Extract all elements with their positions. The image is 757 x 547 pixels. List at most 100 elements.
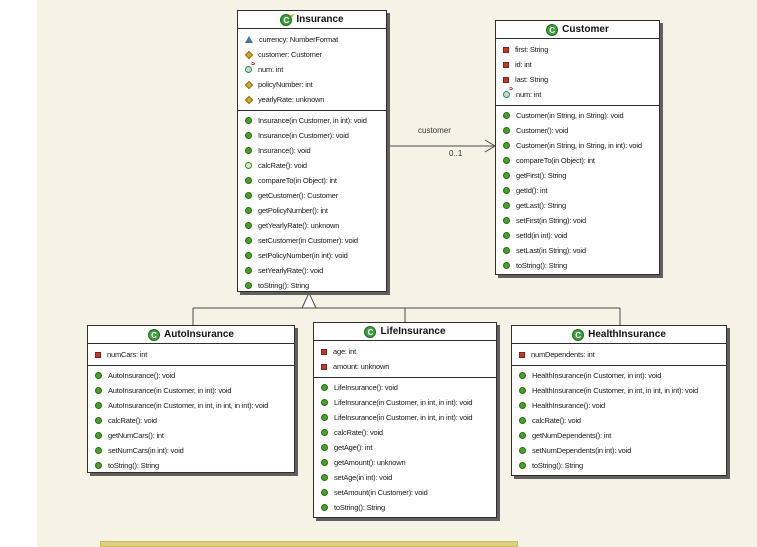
- member-text: getPolicyNumber(): int: [258, 206, 328, 215]
- class-header: C Customer: [496, 21, 659, 39]
- member-row: Insurance(): void: [238, 143, 386, 158]
- class-header: C AutoInsurance: [88, 326, 294, 344]
- member-row: getAge(): int: [314, 440, 496, 455]
- public-member-icon: [95, 462, 102, 469]
- public-member-icon: [245, 252, 252, 259]
- public-member-icon: [503, 172, 510, 179]
- private-member-icon: [321, 363, 327, 370]
- public-member-icon: [245, 132, 252, 139]
- class-box-healthinsurance[interactable]: C HealthInsurance numDependents: int Hea…: [511, 325, 727, 476]
- member-row: setNumDependents(in int): void: [512, 443, 726, 458]
- member-row: LifeInsurance(): void: [314, 380, 496, 395]
- member-text: toString(): String: [532, 461, 584, 470]
- private-member-icon: [321, 348, 327, 355]
- member-row: toString(): String: [88, 458, 294, 472]
- member-row: setAge(in int): void: [314, 470, 496, 485]
- member-text: getNumCars(): int: [108, 431, 164, 440]
- diagram-canvas[interactable]: customer 0..1 C Insurance currency: Numb…: [37, 0, 757, 547]
- member-row: getId(): int: [496, 183, 659, 198]
- member-text: getAge(): int: [334, 443, 373, 452]
- member-row: setNumCars(in int): void: [88, 443, 294, 458]
- member-text: policyNumber: int: [258, 80, 313, 89]
- static-member-icon: S: [245, 62, 255, 73]
- public-member-icon: [321, 399, 328, 406]
- public-member-icon: [245, 177, 252, 184]
- class-name: HealthInsurance: [588, 329, 666, 340]
- member-text: calcRate(): void: [108, 416, 157, 425]
- member-text: toString(): String: [516, 261, 568, 270]
- member-row: numCars: int: [88, 347, 294, 362]
- member-text: first: String: [515, 45, 549, 54]
- member-text: getLast(): String: [516, 201, 566, 210]
- horizontal-scrollbar[interactable]: [100, 541, 518, 547]
- member-text: toString(): String: [108, 461, 160, 470]
- member-text: numDependents: int: [531, 350, 595, 359]
- member-text: setNumDependents(in int): void: [532, 446, 632, 455]
- class-header: C Insurance: [238, 11, 386, 29]
- public-member-icon: [95, 417, 102, 424]
- member-row: setLast(in String): void: [496, 243, 659, 258]
- attributes-compartment: currency: NumberFormat customer: Customer…: [238, 29, 386, 111]
- member-row: Insurance(in Customer, in int): void: [238, 113, 386, 128]
- public-member-icon: [503, 217, 510, 224]
- public-member-icon: [95, 387, 102, 394]
- public-member-icon: [245, 147, 252, 154]
- member-text: customer: Customer: [258, 50, 322, 59]
- member-text: Insurance(in Customer, in int): void: [258, 116, 367, 125]
- class-icon: C: [546, 23, 559, 36]
- member-row: last: String: [496, 72, 659, 87]
- public-member-icon: [321, 414, 328, 421]
- public-member-icon: [503, 232, 510, 239]
- public-member-icon: [519, 432, 526, 439]
- public-member-icon: [321, 474, 328, 481]
- public-member-icon: [321, 384, 328, 391]
- class-header: C HealthInsurance: [512, 326, 726, 344]
- member-row: getNumCars(): int: [88, 428, 294, 443]
- member-row: setPolicyNumber(in int): void: [238, 248, 386, 263]
- protected-member-icon: [244, 80, 254, 89]
- member-text: getNumDependents(): int: [532, 431, 612, 440]
- member-text: age: int: [333, 347, 357, 356]
- public-member-icon: [321, 429, 328, 436]
- member-text: Insurance(): void: [258, 146, 311, 155]
- private-member-icon: [503, 76, 509, 83]
- class-box-autoinsurance[interactable]: C AutoInsurance numCars: int AutoInsuran…: [87, 325, 295, 473]
- member-row: LifeInsurance(in Customer, in int, in in…: [314, 395, 496, 410]
- member-row: Insurance(in Customer): void: [238, 128, 386, 143]
- member-text: LifeInsurance(in Customer, in int, in in…: [334, 398, 473, 407]
- private-member-icon: [503, 46, 509, 53]
- member-row: getFirst(): String: [496, 168, 659, 183]
- member-text: getFirst(): String: [516, 171, 567, 180]
- attributes-compartment: numCars: int: [88, 344, 294, 366]
- public-member-icon: [321, 444, 328, 451]
- member-row: amount: unknown: [314, 359, 496, 374]
- member-row: getCustomer(): Customer: [238, 188, 386, 203]
- public-member-icon: [321, 459, 328, 466]
- public-member-icon: [245, 207, 252, 214]
- member-text: yearlyRate: unknown: [258, 95, 325, 104]
- member-text: currency: NumberFormat: [259, 35, 338, 44]
- member-row: customer: Customer: [238, 47, 386, 62]
- protected-member-icon: [244, 95, 254, 104]
- member-row: calcRate(): void: [512, 413, 726, 428]
- member-row: toString(): String: [314, 500, 496, 515]
- public-member-icon: [519, 462, 526, 469]
- public-member-icon: [95, 432, 102, 439]
- member-row: setCustomer(in Customer): void: [238, 233, 386, 248]
- member-row: yearlyRate: unknown: [238, 92, 386, 107]
- public-member-icon: [245, 222, 252, 229]
- class-box-insurance[interactable]: C Insurance currency: NumberFormat custom…: [237, 10, 387, 292]
- member-text: LifeInsurance(): void: [334, 383, 398, 392]
- class-icon: C: [572, 328, 585, 341]
- public-member-icon: [245, 117, 252, 124]
- member-row: compareTo(in Object): int: [496, 153, 659, 168]
- member-text: setPolicyNumber(in int): void: [258, 251, 348, 260]
- public-member-icon: [245, 282, 252, 289]
- member-text: setFirst(in String): void: [516, 216, 587, 225]
- member-row: getYearlyRate(): unknown: [238, 218, 386, 233]
- member-text: getCustomer(): Customer: [258, 191, 339, 200]
- member-row: toString(): String: [238, 278, 386, 291]
